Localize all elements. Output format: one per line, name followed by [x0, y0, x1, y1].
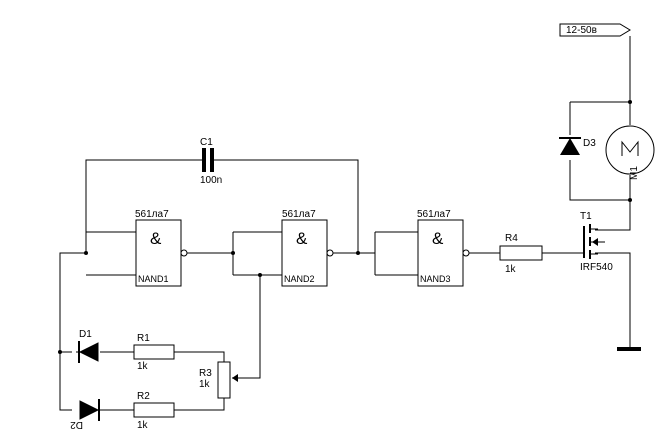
timing-network-wires: [59, 252, 261, 411]
power-supply-label: 12-50в: [559, 23, 631, 37]
diode-d3: D3: [559, 137, 596, 155]
gate-nand3-symbol: &: [432, 229, 444, 248]
gate-nand1-part: 561ла7: [135, 209, 169, 220]
motor-m1-ref: M1: [629, 166, 640, 180]
potentiometer-r3-value: 1k: [199, 379, 211, 390]
gate-nand2-label: NAND2: [284, 274, 315, 284]
feedback-wires: [85, 159, 359, 253]
gate-nand1: 561ла7 & NAND1: [86, 209, 188, 287]
gate-nand1-label: NAND1: [138, 274, 169, 284]
resistor-r4-value: 1k: [505, 264, 517, 275]
resistor-r4: R4 1k: [499, 233, 543, 275]
capacitor-c1-value: 100n: [200, 175, 222, 186]
gate-nand3-part: 561ла7: [417, 209, 451, 220]
gate-nand3: 561ла7 & NAND3: [333, 209, 470, 287]
capacitor-c1: C1 100n: [200, 137, 222, 186]
diode-d1: D1: [76, 329, 99, 363]
power-supply-text: 12-50в: [566, 25, 597, 36]
diode-d2-ref: D2: [70, 419, 83, 430]
gate-nand2-part: 561ла7: [282, 209, 316, 220]
resistor-r1: R1 1k: [133, 333, 175, 372]
potentiometer-r3: R3 1k: [199, 361, 240, 399]
resistor-r2-value: 1k: [137, 420, 149, 431]
resistor-r1-value: 1k: [137, 361, 149, 372]
gate-nand1-symbol: &: [150, 229, 162, 248]
junction-dots: [58, 100, 632, 354]
potentiometer-r3-ref: R3: [199, 368, 212, 379]
resistor-r2: R2 1k: [133, 391, 175, 431]
diode-d3-ref: D3: [583, 138, 596, 149]
diode-d1-ref: D1: [79, 329, 92, 340]
diode-d2: D2: [70, 399, 100, 430]
resistor-r2-ref: R2: [137, 391, 150, 402]
resistor-r1-ref: R1: [137, 333, 150, 344]
gate-nand3-label: NAND3: [420, 274, 451, 284]
resistor-r4-ref: R4: [505, 233, 518, 244]
gate-nand2: 561ла7 & NAND2: [187, 209, 334, 287]
transistor-t1: T1 IRF540: [580, 211, 613, 273]
output-wires: [469, 36, 631, 348]
capacitor-c1-ref: C1: [200, 137, 213, 148]
gate-nand2-symbol: &: [296, 229, 308, 248]
transistor-t1-ref: T1: [580, 211, 592, 222]
motor-m1: M1: [605, 125, 655, 180]
transistor-t1-model: IRF540: [580, 262, 613, 273]
